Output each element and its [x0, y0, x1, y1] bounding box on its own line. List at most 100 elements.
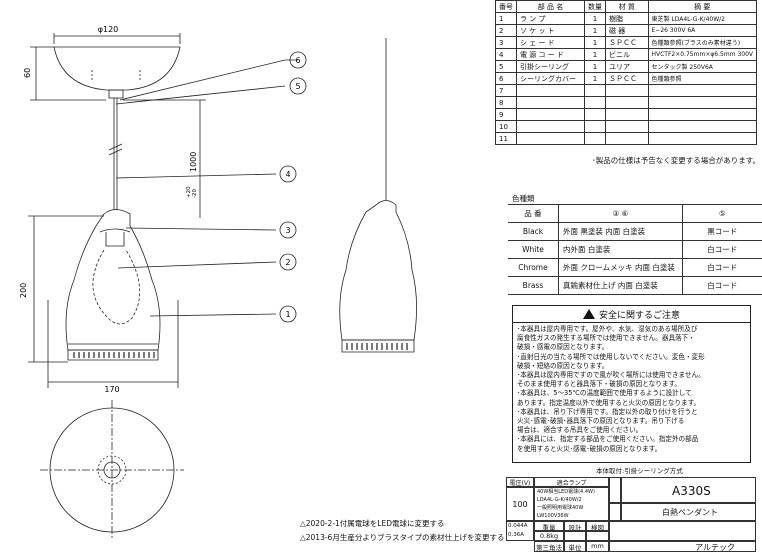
safety-line: そのまま使用すると器具落下・破損の原因となります。: [517, 380, 681, 389]
parts-cell: 1: [584, 24, 606, 37]
parts-cell: ＳＰＣＣ: [605, 36, 649, 49]
safety-title: 安全に関するご注意: [598, 310, 680, 321]
shade-socket-line: [99, 228, 131, 233]
lamp-line: LDA4L-G-K/40W/2: [537, 497, 582, 503]
parts-cell: 東芝製 LDA4L-G-K/40W/2: [647, 12, 757, 25]
parts-cell: 10: [495, 120, 517, 133]
ceiling-hook-hidden: [91, 70, 141, 80]
parts-cell: [605, 96, 649, 109]
callout-3: [279, 221, 297, 239]
parts-cell: [647, 120, 757, 133]
parts-cell: [516, 120, 585, 133]
parts-cell: 3: [495, 36, 517, 49]
parts-cell: 1: [584, 12, 606, 25]
spec-note: ･製品の仕様は予告なく変更する場合があります。: [592, 156, 760, 165]
parts-cell: 8: [495, 96, 517, 109]
dim-shade-height: 200: [19, 283, 28, 298]
colors-cell: 黒コード: [681, 222, 762, 241]
parts-cell: [647, 96, 757, 109]
parts-cell: ビニル: [605, 48, 649, 61]
parts-row: 7: [495, 84, 757, 97]
cord-stopper: [108, 89, 124, 99]
safety-line: 場合は、適合する吊具をご使用ください。: [517, 426, 643, 435]
callout-2-label: 2: [285, 258, 290, 267]
check-label: 検図: [586, 521, 609, 531]
colors-cell: 真鍮素材仕上げ 内面 白塗装: [558, 276, 683, 295]
lamp-label: 適合ランプ: [534, 477, 609, 487]
colors-cell: 外面 クロームメッキ 内面 白塗装: [558, 258, 683, 277]
parts-cell: 樹脂: [605, 12, 649, 25]
parts-row: 10: [495, 120, 757, 133]
projection-label: 第三角法: [534, 541, 564, 552]
rim-slots: [73, 352, 155, 358]
parts-col-no: 番号: [495, 0, 517, 13]
safety-line: を使用すると火災･感電･破損の原因となります。: [517, 444, 662, 453]
colors-col-shade: ③ ⑥: [558, 204, 683, 223]
colors-col-code: 品 番: [508, 204, 559, 223]
socket: [105, 232, 125, 247]
footnote-1: △2020-2-1付属電球をLED電球に変更する: [300, 519, 445, 528]
dim-canopy-height: 60: [23, 68, 32, 78]
warning-icon: [582, 309, 595, 319]
colors-cell: Black: [508, 222, 559, 241]
parts-cell: [605, 84, 649, 97]
footnote-2: △2013-6月生産分よりブラスタイプの素材仕上げを変更する: [300, 533, 505, 542]
parts-cell: ラ ン プ: [516, 12, 585, 25]
blank-cell: [609, 521, 756, 541]
parts-cell: 1: [584, 36, 606, 49]
weight-label: 重量: [534, 521, 564, 531]
canopy-shape: [53, 46, 181, 91]
callout-5-label: 5: [295, 82, 300, 91]
parts-cell: 引掛シーリング: [516, 60, 585, 73]
colors-cell: Brass: [508, 276, 559, 295]
safety-line: あります。指定温度以外で使用すると火災の原因となります。: [517, 398, 701, 407]
dim-tol-minus: -20: [192, 189, 198, 198]
colors-cell: 白コード: [681, 240, 762, 259]
parts-cell: [605, 108, 649, 121]
leader-5: [115, 85, 286, 105]
cord-break: [108, 143, 123, 156]
safety-line: 破損・感電の原因となります。: [517, 343, 609, 352]
model-number: A330S: [621, 477, 756, 503]
lamp-line: 一般照明用電球40W: [537, 505, 584, 511]
parts-cell: [516, 132, 585, 145]
title-block: 電圧(V) 適合ランプ 100 40W相当LED電球(4.4W)LDA4L-G-…: [506, 477, 756, 552]
parts-cell: シ ェ ー ド: [516, 36, 585, 49]
colors-cell: White: [508, 240, 559, 259]
safety-line: 腐食性ガスの発生する場所では使用できません。器具落下・: [517, 334, 695, 343]
parts-cell: 1: [495, 12, 517, 25]
parts-cell: [584, 84, 606, 97]
parts-cell: [516, 84, 585, 97]
callout-4-label: 4: [285, 170, 290, 179]
parts-cell: シーリングカバー: [516, 72, 585, 85]
parts-cell: センタック製 250V6A: [647, 60, 757, 73]
colors-cell: 内外面 白塗装: [558, 240, 683, 259]
colors-cell: 外面 黒塗装 内面 白塗装: [558, 222, 683, 241]
parts-row: 8: [495, 96, 757, 109]
safety-line: ･直射日光の当たる場所では使用しないでください。変色・変形: [517, 352, 705, 361]
rev-cell: [609, 477, 621, 503]
parts-cell: ソ ケ ッ ト: [516, 24, 585, 37]
callout-5: [289, 77, 307, 95]
safety-line: ･本器具は、吊り下げ専用です。指定以外の取り付けを行うと: [517, 407, 698, 416]
colors-cell: Chrome: [508, 258, 559, 277]
parts-cell: [584, 96, 606, 109]
design-value: [564, 531, 586, 541]
parts-row: 11: [495, 132, 757, 145]
parts-cell: [584, 120, 606, 133]
safety-header: 安全に関するご注意: [513, 306, 750, 323]
parts-cell: [516, 108, 585, 121]
parts-cell: [516, 96, 585, 109]
callout-1-label: 1: [285, 310, 290, 319]
parts-cell: 磁 器: [605, 24, 649, 37]
parts-row: 9: [495, 108, 757, 121]
